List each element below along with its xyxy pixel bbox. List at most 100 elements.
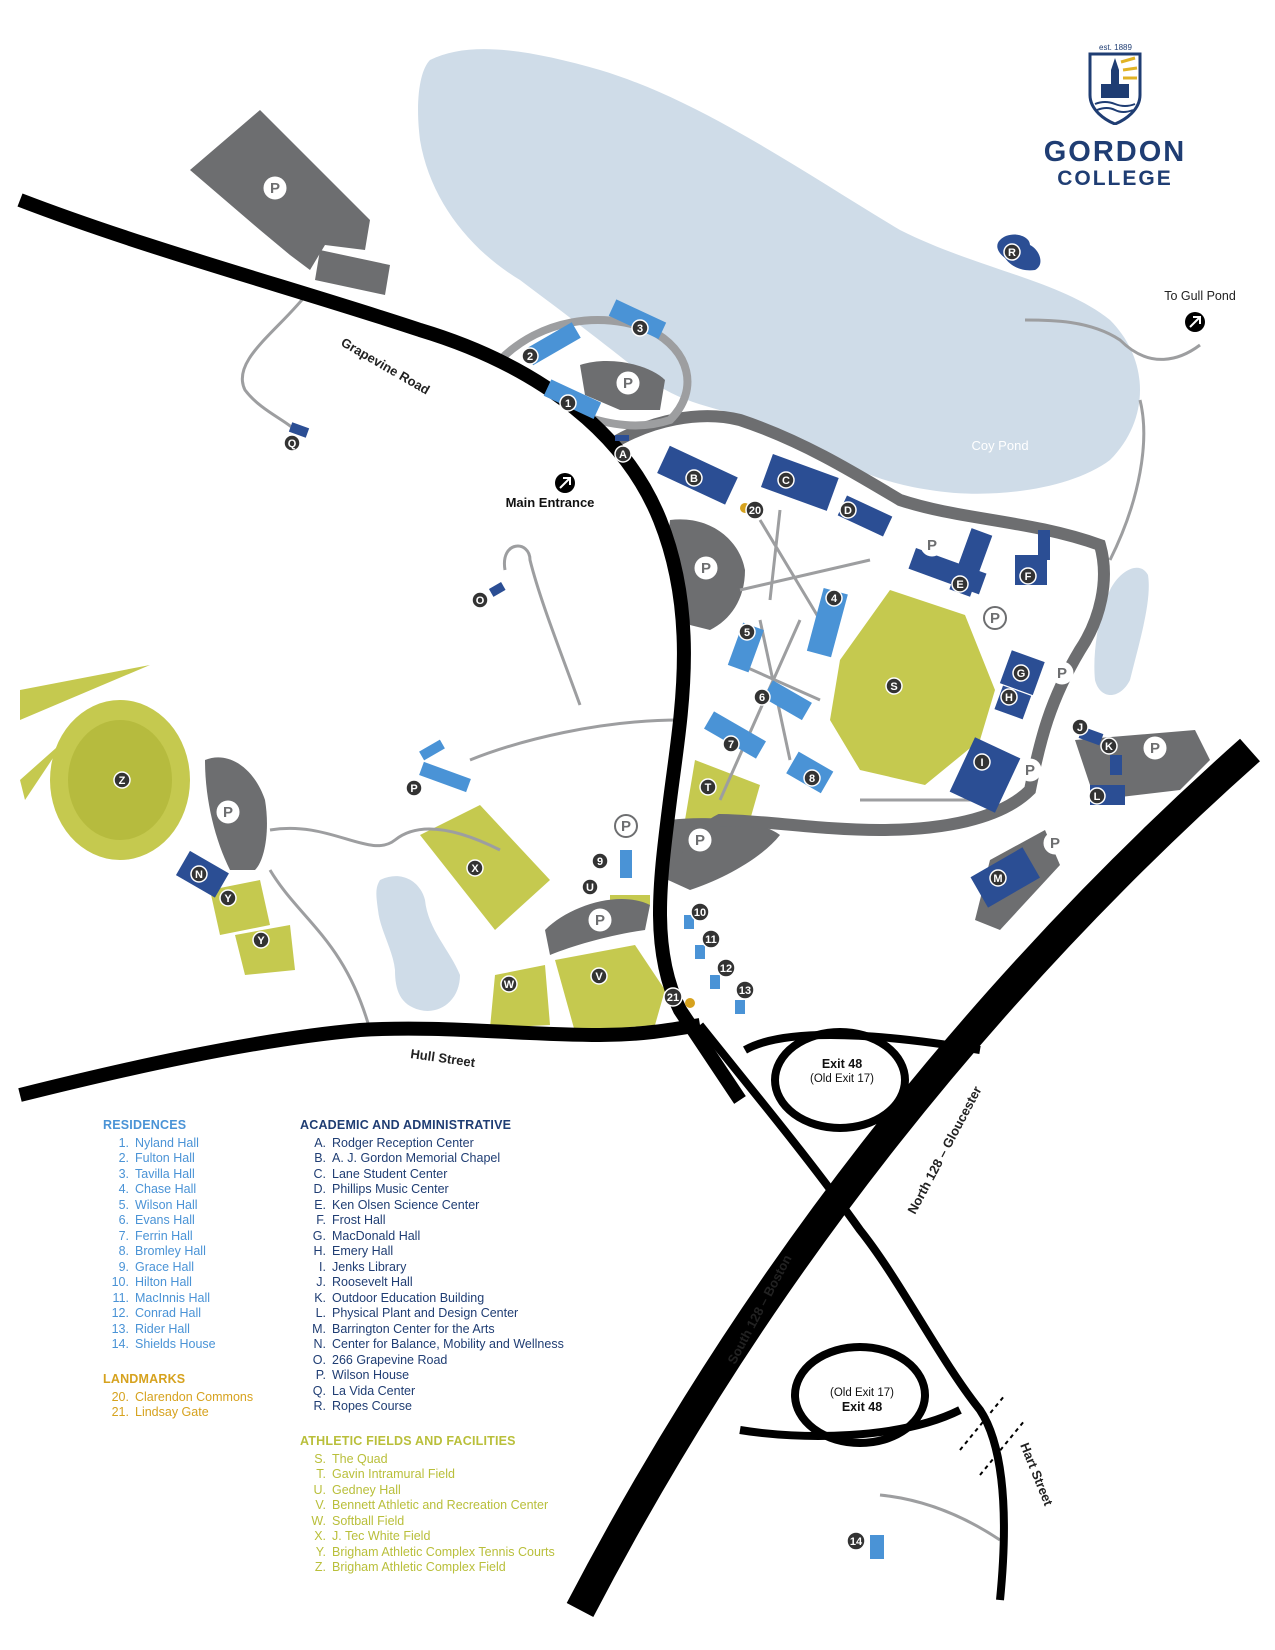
marker-n21[interactable]: 21	[663, 987, 683, 1007]
marker-T[interactable]: T	[699, 778, 717, 796]
marker-label: B	[690, 473, 698, 485]
legend-item-name: MacInnis Hall	[135, 1290, 211, 1305]
marker-F[interactable]: F	[1019, 567, 1037, 585]
exit-top-line2: (Old Exit 17)	[810, 1073, 874, 1085]
marker-P[interactable]: P	[405, 779, 423, 797]
marker-n2[interactable]: 2	[521, 347, 539, 365]
gavin-intramural-field	[685, 760, 760, 820]
legend-item-name: Shields House	[135, 1337, 216, 1351]
marker-R[interactable]: R	[1003, 243, 1021, 261]
crest-icon: est. 1889	[1088, 43, 1142, 126]
marker-G[interactable]: G	[1012, 664, 1030, 682]
marker-n11[interactable]: 11	[701, 929, 721, 949]
marker-N[interactable]: N	[190, 865, 208, 883]
marker-V[interactable]: V	[590, 967, 608, 985]
marker-n6[interactable]: 6	[753, 688, 771, 706]
marker-circle	[839, 501, 857, 519]
marker-label: 20	[749, 505, 761, 517]
marker-Y[interactable]: Y	[252, 931, 270, 949]
coy-pond-label: Coy Pond	[971, 438, 1028, 453]
marker-n12[interactable]: 12	[716, 958, 736, 978]
marker-label: 14	[850, 1536, 863, 1548]
marker-n20[interactable]: 20	[745, 500, 765, 520]
gull-pond-label: To Gull Pond	[1164, 289, 1236, 303]
parking-icon: P	[694, 556, 718, 580]
marker-circle	[1000, 688, 1018, 706]
marker-label: E	[956, 579, 963, 591]
parking-icon: P	[588, 908, 612, 932]
legend-item-name: Brigham Athletic Complex Field	[332, 1560, 506, 1574]
legend-item: 10.Hilton Hall	[103, 1275, 216, 1291]
legend-item-name: Ken Olsen Science Center	[332, 1197, 480, 1212]
legend-item-name: Tavilla Hall	[135, 1166, 195, 1181]
marker-circle	[1003, 243, 1021, 261]
marker-label: S	[890, 681, 897, 693]
legend-item-key: Z.	[314, 1560, 326, 1574]
hull-street-label: Hull Street	[410, 1046, 477, 1070]
marker-circle	[466, 859, 484, 877]
marker-n14[interactable]: 14	[846, 1531, 866, 1551]
legend-item: F.Frost Hall	[300, 1213, 564, 1229]
legend-item: Z. Brigham Athletic Complex Field	[300, 1560, 555, 1576]
marker-n5[interactable]: 5	[738, 623, 756, 641]
marker-n1[interactable]: 1	[559, 394, 577, 412]
marker-circle	[735, 980, 755, 1000]
marker-U[interactable]: U	[581, 878, 599, 896]
marker-label: 2	[527, 351, 533, 363]
marker-n13[interactable]: 13	[735, 980, 755, 1000]
brigham-wedge-1	[20, 665, 150, 720]
marker-circle	[989, 869, 1007, 887]
legend-item: 8.Bromley Hall	[103, 1244, 216, 1260]
marker-O[interactable]: O	[471, 591, 489, 609]
marker-label: V	[595, 971, 603, 983]
legend-item: 1.Nyland Hall	[103, 1136, 216, 1152]
marker-label: H	[1005, 692, 1013, 704]
campus-ring-road	[606, 410, 1110, 873]
marker-Y[interactable]: Y	[219, 889, 237, 907]
marker-K[interactable]: K	[1100, 737, 1118, 755]
legend-item-key: S.	[314, 1451, 326, 1466]
marker-label: 7	[728, 739, 734, 751]
marker-n3[interactable]: 3	[631, 319, 649, 337]
marker-Z[interactable]: Z	[113, 771, 131, 789]
marker-n9[interactable]: 9	[591, 852, 609, 870]
marker-A[interactable]: A	[614, 445, 632, 463]
legend-item-key: 4.	[118, 1182, 129, 1196]
hart-street-dashes	[959, 1394, 1026, 1476]
marker-label: D	[844, 505, 852, 517]
marker-n8[interactable]: 8	[803, 769, 821, 787]
marker-n10[interactable]: 10	[690, 902, 710, 922]
marker-X[interactable]: X	[466, 859, 484, 877]
marker-E[interactable]: E	[951, 575, 969, 593]
marker-W[interactable]: W	[500, 975, 518, 993]
legend-item-name: Evans Hall	[135, 1213, 195, 1227]
marker-Q[interactable]: Q	[283, 434, 301, 452]
parking-label: P	[623, 375, 633, 392]
marker-B[interactable]: B	[685, 469, 703, 487]
marker-J[interactable]: J	[1071, 718, 1089, 736]
legend-item-key: 13.	[111, 1321, 129, 1336]
marker-M[interactable]: M	[989, 869, 1007, 887]
marker-n7[interactable]: 7	[722, 735, 740, 753]
legend-item: Y.Brigham Athletic Complex Tennis Courts	[300, 1545, 555, 1561]
marker-I[interactable]: I	[973, 753, 991, 771]
marker-L[interactable]: L	[1088, 787, 1106, 805]
legend-item-name: Nyland Hall	[135, 1135, 199, 1150]
legend-item-key: U.	[313, 1482, 327, 1497]
marker-H[interactable]: H	[1000, 688, 1018, 706]
marker-circle	[663, 987, 683, 1007]
marker-n4[interactable]: 4	[825, 589, 843, 607]
residence-loop-road	[497, 316, 692, 430]
marker-D[interactable]: D	[839, 501, 857, 519]
legend-item: 6.Evans Hall	[103, 1213, 216, 1229]
marker-label: 12	[720, 963, 732, 975]
marker-label: Y	[257, 935, 265, 947]
parking-label: P	[695, 832, 705, 849]
marker-C[interactable]: C	[777, 471, 795, 489]
marker-label: 11	[705, 934, 717, 946]
legend-item-name: Center for Balance, Mobility and Wellnes…	[332, 1337, 564, 1351]
legend-item-key: C.	[313, 1166, 327, 1181]
marker-S[interactable]: S	[885, 677, 903, 695]
legend-item-name: Grace Hall	[135, 1259, 195, 1274]
legend-item-name: Rodger Reception Center	[332, 1135, 474, 1150]
